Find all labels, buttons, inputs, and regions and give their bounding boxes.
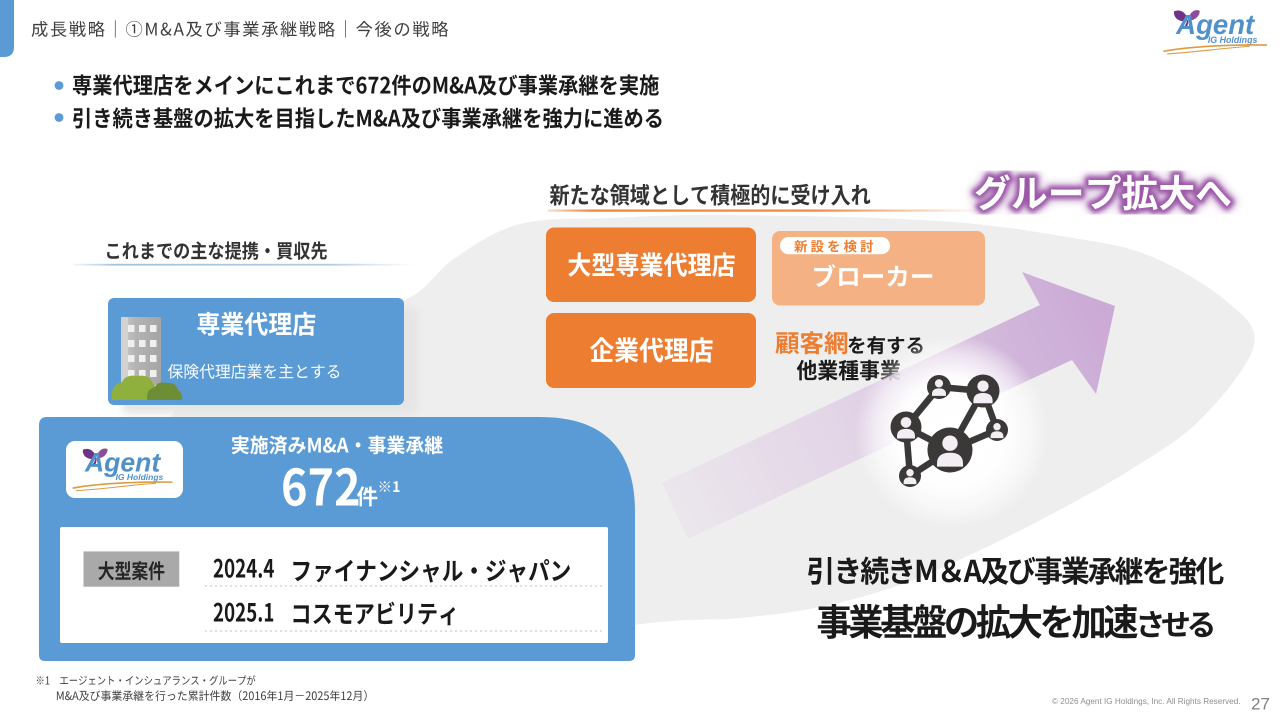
svg-text:IG Holdings: IG Holdings (1208, 35, 1258, 45)
svg-text:IG Holdings: IG Holdings (116, 472, 164, 482)
svg-text:Agent: Agent (84, 447, 161, 477)
svg-text:27: 27 (1251, 695, 1270, 714)
svg-text:Agent: Agent (1175, 9, 1256, 40)
svg-text:© 2026 Agent IG Holdings, Inc.: © 2026 Agent IG Holdings, Inc. All Right… (1052, 697, 1241, 706)
